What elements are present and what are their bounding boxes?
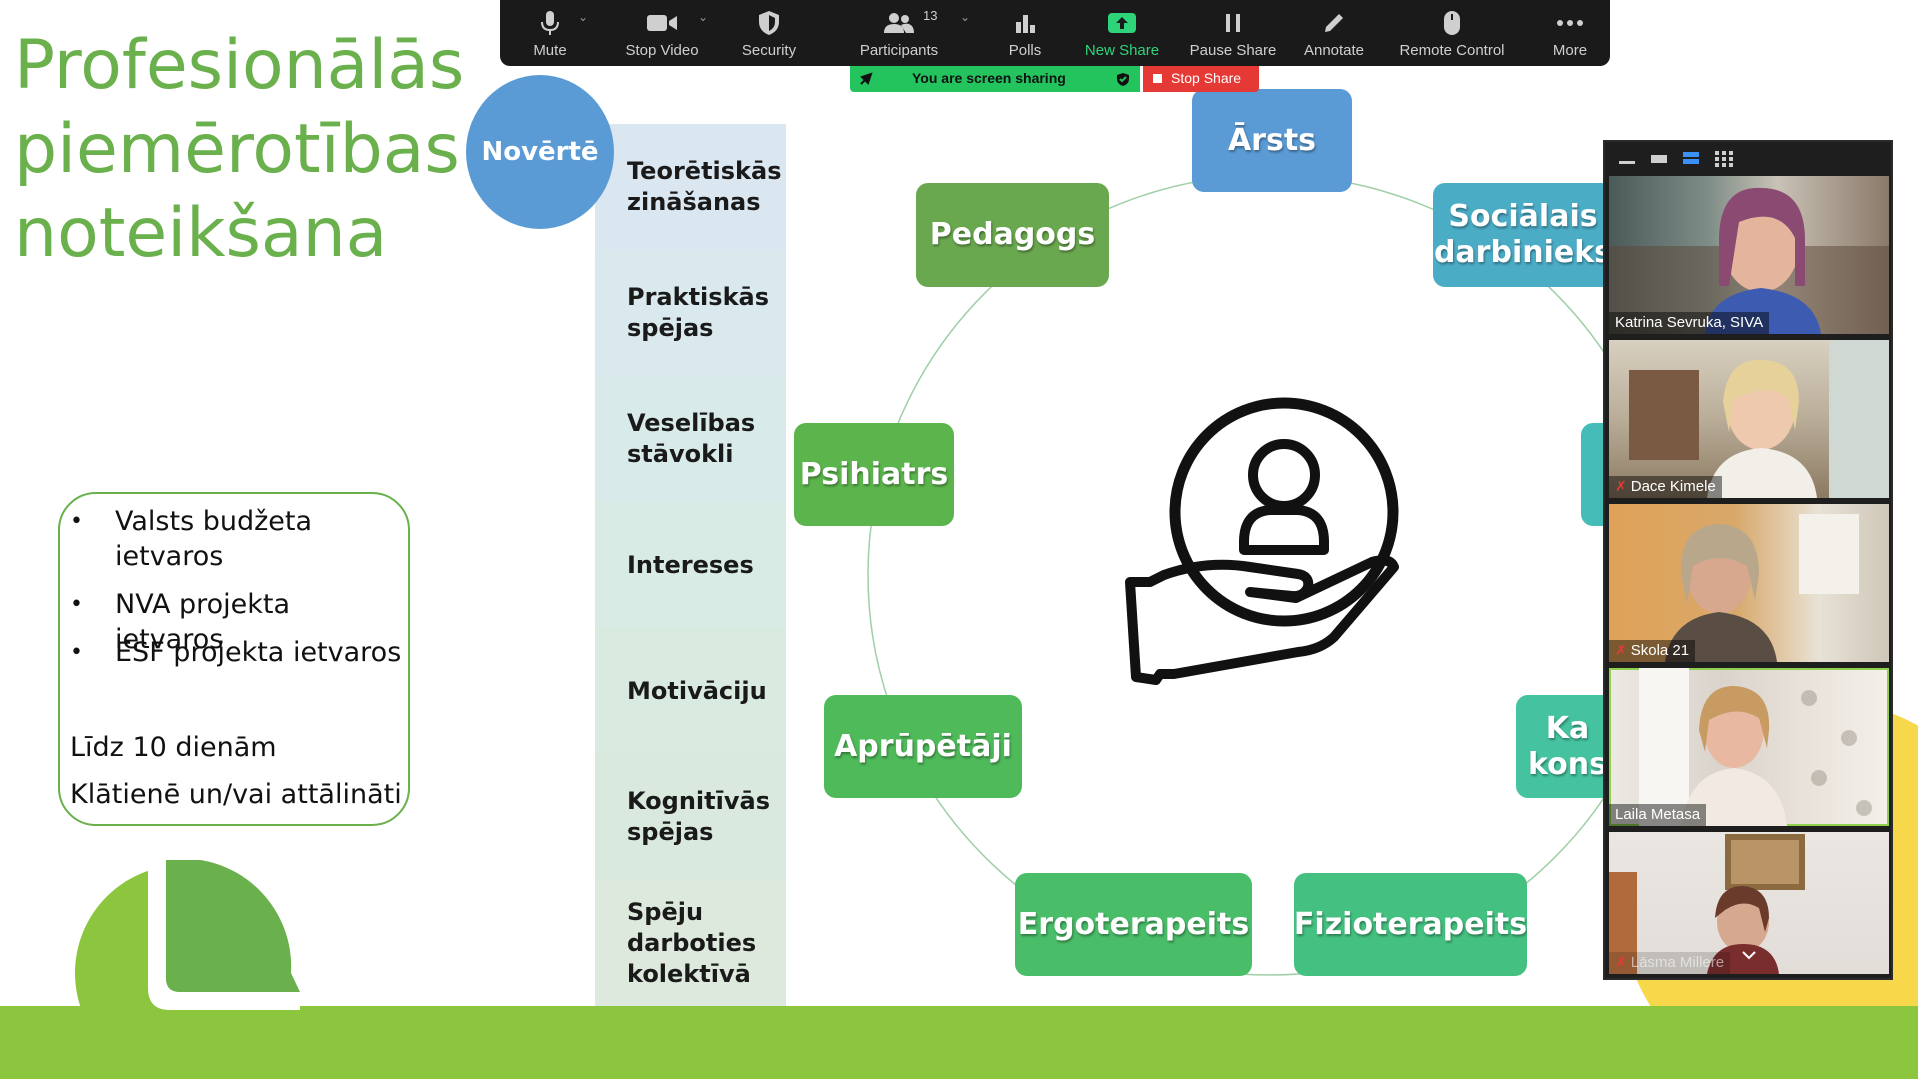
mouse-icon bbox=[1444, 11, 1460, 35]
stop-share-button[interactable]: Stop Share bbox=[1143, 66, 1259, 92]
participant-video-tile[interactable]: ✗Lāsma Millere bbox=[1609, 832, 1889, 974]
minimize-icon[interactable] bbox=[1619, 151, 1635, 165]
slide-title: Profesionālās piemērotības noteikšana bbox=[14, 26, 465, 273]
criteria-item: Veselības stāvokli bbox=[595, 376, 786, 502]
pencil-icon bbox=[1325, 14, 1343, 32]
stop-video-label: Stop Video bbox=[625, 42, 699, 59]
drag-handle-icon[interactable] bbox=[858, 71, 874, 87]
participant-video-frame bbox=[1609, 187, 1889, 334]
participants-label: Participants bbox=[859, 42, 939, 59]
mute-label: Mute bbox=[533, 42, 567, 59]
participant-video-frame bbox=[1639, 668, 1872, 826]
note-text: Līdz 10 dienām bbox=[70, 732, 277, 763]
muted-microphone-icon: ✗ bbox=[1615, 642, 1627, 658]
ellipsis-icon bbox=[1557, 20, 1583, 26]
participant-video-frame bbox=[1629, 340, 1889, 498]
pause-share-label: Pause Share bbox=[1189, 42, 1277, 59]
role-node: Aprūpētāji bbox=[824, 695, 1022, 798]
remote-control-label: Remote Control bbox=[1399, 42, 1505, 59]
role-node: Sociālais darbinieks bbox=[1433, 183, 1613, 287]
muted-microphone-icon: ✗ bbox=[1615, 478, 1627, 494]
participant-name: Laila Metasa bbox=[1609, 804, 1707, 826]
organization-logo bbox=[75, 860, 300, 1079]
bullet-text: NVA projekta ietvaros bbox=[115, 589, 291, 655]
video-camera-icon bbox=[647, 15, 677, 31]
panel-toolbar bbox=[1605, 142, 1891, 174]
mute-button[interactable]: Mute bbox=[500, 0, 600, 66]
participant-video-tile[interactable]: ✗Dace Kimele bbox=[1609, 340, 1889, 498]
speaker-view-icon[interactable] bbox=[1651, 151, 1667, 165]
bullet-icon: • bbox=[70, 509, 83, 534]
security-label: Security bbox=[741, 42, 797, 59]
polls-label: Polls bbox=[1008, 42, 1042, 59]
new-share-label: New Share bbox=[1084, 42, 1160, 59]
bullet-text: ESF projekta ietvaros bbox=[115, 637, 402, 668]
criteria-item: Intereses bbox=[595, 502, 786, 628]
participant-name: ✗Lāsma Millere bbox=[1609, 952, 1731, 974]
gallery-view-icon[interactable] bbox=[1715, 151, 1733, 167]
criteria-item: Motivāciju bbox=[595, 628, 786, 754]
criteria-item: Praktiskās spējas bbox=[595, 250, 786, 376]
participants-count: 13 bbox=[923, 8, 938, 23]
criteria-column: Teorētiskās zināšanas Praktiskās spējas … bbox=[595, 124, 786, 1006]
participant-video-frame bbox=[1609, 834, 1805, 974]
participant-video-tile[interactable]: Katrina Sevruka, SIVA bbox=[1609, 176, 1889, 334]
role-node: Ārsts bbox=[1192, 89, 1352, 192]
more-label: More bbox=[1552, 42, 1588, 59]
pause-icon bbox=[1226, 14, 1240, 32]
decorative-green-band bbox=[0, 1006, 1918, 1079]
chevron-down-icon[interactable]: ⌄ bbox=[578, 10, 589, 24]
share-screen-icon bbox=[1108, 13, 1136, 33]
muted-microphone-icon: ✗ bbox=[1615, 954, 1627, 970]
participant-video-tile-active-speaker[interactable]: Laila Metasa bbox=[1609, 668, 1889, 826]
stop-video-button[interactable]: Stop Video bbox=[612, 0, 712, 66]
chevron-down-icon[interactable]: ⌄ bbox=[960, 10, 971, 24]
criteria-item: Kognitīvās spējas bbox=[595, 754, 786, 880]
annotate-button[interactable]: Annotate bbox=[1284, 0, 1384, 66]
evaluate-circle: Novērtē bbox=[466, 75, 614, 229]
microphone-icon bbox=[541, 11, 559, 35]
screen-sharing-indicator: You are screen sharing bbox=[850, 66, 1140, 92]
role-node: Pedagogs bbox=[916, 183, 1109, 287]
criteria-item: Teorētiskās zināšanas bbox=[595, 124, 786, 250]
role-node: Ergoterapeits bbox=[1015, 873, 1252, 976]
note-text: Klātienē un/vai attālināti bbox=[70, 779, 402, 810]
stop-icon bbox=[1153, 74, 1162, 83]
person-in-hand-icon bbox=[1125, 397, 1399, 685]
participants-icon bbox=[884, 13, 914, 33]
security-button[interactable]: Security bbox=[719, 0, 819, 66]
participant-video-frame bbox=[1665, 514, 1859, 662]
chevron-down-icon[interactable]: ⌄ bbox=[698, 10, 709, 24]
new-share-button[interactable]: New Share bbox=[1072, 0, 1172, 66]
participant-name: ✗Skola 21 bbox=[1609, 640, 1696, 662]
participant-name: ✗Dace Kimele bbox=[1609, 476, 1722, 498]
more-button[interactable]: More bbox=[1520, 0, 1620, 66]
bar-chart-icon bbox=[1016, 15, 1035, 33]
role-node: Fizioterapeits bbox=[1294, 873, 1527, 976]
pause-share-button[interactable]: Pause Share bbox=[1183, 0, 1283, 66]
info-box: • Valsts budžeta ietvaros • NVA projekta… bbox=[58, 492, 410, 826]
annotate-label: Annotate bbox=[1303, 42, 1365, 59]
meeting-toolbar: Mute ⌄ Stop Video ⌄ Security Participant… bbox=[500, 0, 1610, 66]
remote-control-button[interactable]: Remote Control bbox=[1399, 0, 1505, 66]
video-gallery-panel: Katrina Sevruka, SIVA ✗Dace Kimele ✗Skol… bbox=[1603, 140, 1893, 980]
bullet-text: Valsts budžeta ietvaros bbox=[115, 506, 313, 572]
strip-view-icon[interactable] bbox=[1683, 151, 1699, 165]
shield-icon bbox=[759, 11, 779, 35]
polls-button[interactable]: Polls bbox=[975, 0, 1075, 66]
bullet-icon: • bbox=[70, 640, 83, 665]
criteria-item: Spēju darboties kolektīvā bbox=[595, 880, 786, 1006]
participant-video-tile[interactable]: ✗Skola 21 bbox=[1609, 504, 1889, 662]
role-node: Psihiatrs bbox=[794, 423, 954, 526]
scroll-down-chevron-icon[interactable] bbox=[1741, 950, 1757, 960]
participants-button[interactable]: Participants bbox=[849, 0, 949, 66]
bullet-icon: • bbox=[70, 592, 83, 617]
stop-share-label: Stop Share bbox=[1171, 70, 1242, 86]
sharing-status-text: You are screen sharing bbox=[912, 70, 1066, 86]
role-node: Ka kons bbox=[1516, 695, 1613, 798]
participant-name: Katrina Sevruka, SIVA bbox=[1609, 312, 1770, 334]
shield-check-icon bbox=[1117, 73, 1129, 86]
